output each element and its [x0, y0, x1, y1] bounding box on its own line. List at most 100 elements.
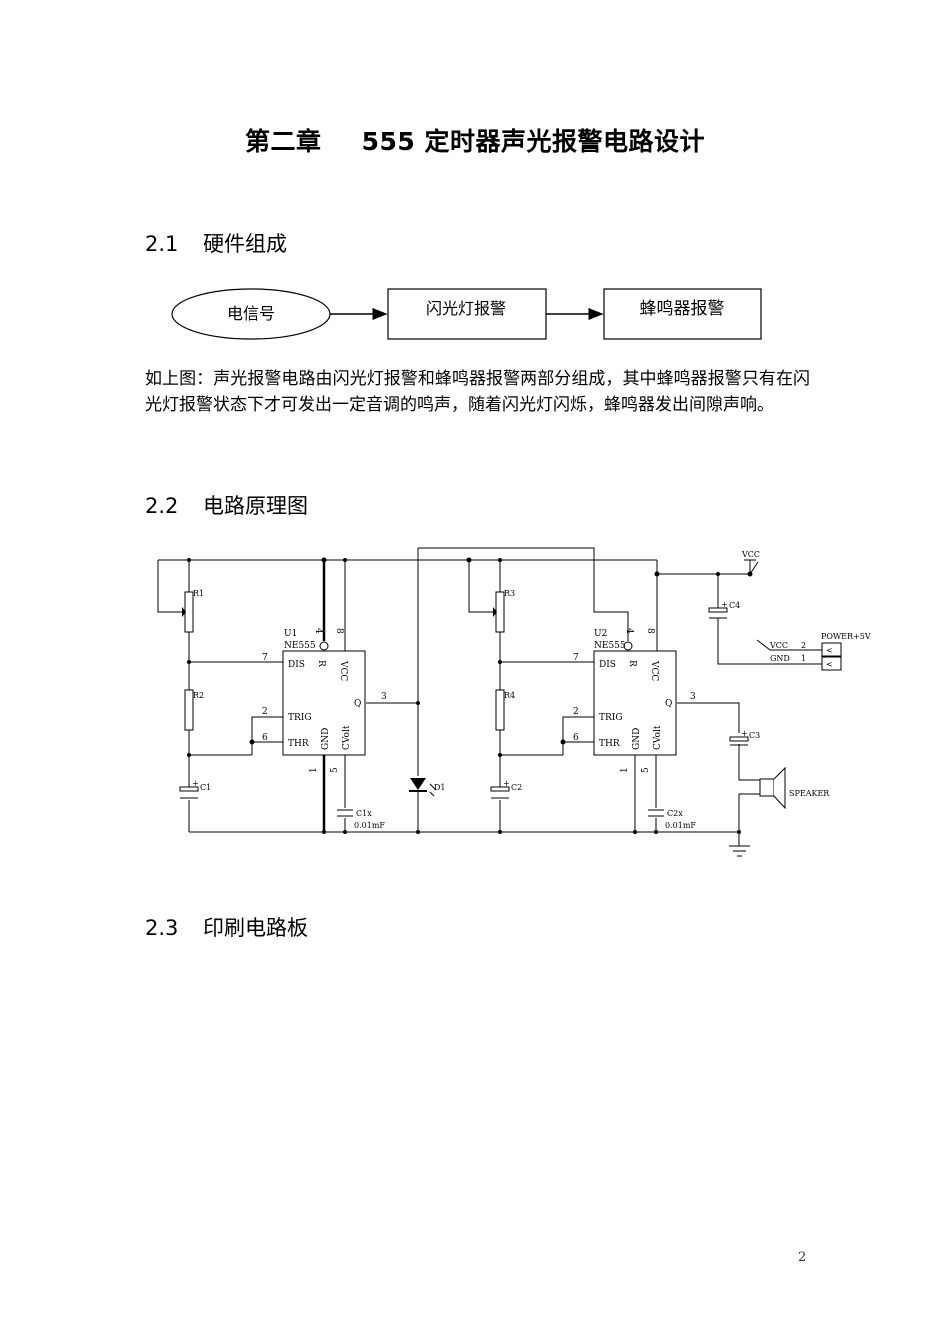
potentiometer-r1	[184, 591, 194, 633]
ic-ref: U1	[284, 629, 297, 639]
junction-dot	[498, 660, 502, 664]
label-c2x: C2x	[667, 809, 683, 818]
pin-q: Q	[665, 699, 672, 709]
wiper-arrow-icon	[182, 607, 186, 617]
junction-dot	[498, 558, 502, 562]
flow-node-label: 电信号	[227, 304, 275, 323]
wiper-arrow-icon	[493, 607, 497, 617]
block-diagram: 电信号 闪光灯报警 蜂鸣器报警	[171, 288, 762, 340]
section-title: 印刷电路板	[203, 916, 308, 940]
pin-number: 4	[313, 628, 323, 634]
ic-ref: U2	[594, 629, 607, 639]
flow-node-rect	[603, 288, 762, 340]
junction-dot	[187, 558, 191, 562]
pin-trig: TRIG	[599, 713, 623, 723]
pin-dis: DIS	[288, 660, 305, 670]
label-c1: C1	[200, 783, 211, 792]
pin-vcc: VCC	[338, 660, 348, 681]
flow-node-label: 闪光灯报警	[426, 299, 506, 318]
section-heading-2-1: 2.1 硬件组成	[145, 228, 287, 258]
ic-part: NE555	[284, 641, 316, 651]
pin-r: R	[316, 660, 326, 667]
junction-dot	[187, 753, 191, 757]
capacitor-c4	[708, 607, 728, 619]
ic-u1-body	[282, 650, 366, 756]
pin-dis: DIS	[599, 660, 616, 670]
pin-cvolt: CVolt	[342, 725, 352, 750]
polarity-plus: +	[192, 779, 199, 788]
label-vcc: VCC	[741, 550, 760, 559]
pin-r: R	[627, 660, 637, 667]
pin-number: 5	[330, 767, 340, 773]
junction-dot	[416, 830, 420, 834]
connector-glyph: <	[826, 660, 833, 669]
value-c1x: 0.01mF	[354, 821, 385, 830]
junction-dot	[737, 830, 741, 834]
pin-number: 4	[624, 628, 634, 634]
ic-part: NE555	[594, 641, 626, 651]
pin-thr: THR	[599, 739, 620, 749]
flow-node-label: 蜂鸣器报警	[640, 299, 725, 319]
pin-number: 8	[334, 628, 344, 634]
pin-thr: THR	[288, 739, 309, 749]
junction-dot	[654, 571, 660, 577]
pin-number: 5	[641, 767, 651, 773]
junction-dot	[633, 830, 637, 834]
chapter-number: 第二章	[245, 127, 322, 156]
resistor-r2	[184, 689, 194, 731]
pin-vcc: VCC	[649, 660, 659, 681]
pin-number: 7	[262, 653, 268, 663]
label-power-vcc: VCC	[769, 641, 788, 650]
section-heading-2-2: 2.2 电路原理图	[145, 490, 308, 520]
label-d1: D1	[434, 783, 446, 792]
junction-dot	[322, 830, 326, 834]
pin-gnd: GND	[632, 728, 642, 750]
junction-dot	[560, 739, 566, 745]
junction-dot	[466, 557, 472, 563]
junction-dot	[343, 830, 347, 834]
polarity-plus: +	[503, 779, 510, 788]
pin-number: 6	[573, 733, 579, 743]
speaker-icon	[759, 766, 786, 810]
pin-number: 1	[620, 767, 630, 773]
label-speaker: SPEAKER	[789, 789, 830, 798]
label-power-gnd: GND	[770, 654, 790, 663]
junction-dot	[321, 557, 327, 563]
pin-number: 2	[262, 707, 268, 717]
pin-number: 2	[573, 707, 579, 717]
section-number: 2.3	[145, 916, 179, 940]
capacitor-c2x	[648, 809, 664, 817]
junction-dot	[716, 572, 720, 576]
reset-bubble	[319, 641, 329, 651]
junction-dot	[343, 558, 347, 562]
description-paragraph: 如上图：声光报警电路由闪光灯报警和蜂鸣器报警两部分组成，其中蜂鸣器报警只有在闪光…	[145, 369, 810, 415]
section-title: 电路原理图	[203, 494, 308, 518]
pin-q: Q	[354, 699, 361, 709]
pin-number: 3	[690, 692, 696, 702]
label-power: POWER+5V	[821, 632, 871, 641]
label-power-pin2: 2	[801, 641, 806, 650]
power-connector	[821, 642, 842, 671]
pin-trig: TRIG	[288, 713, 312, 723]
junction-dot	[249, 739, 255, 745]
pin-cvolt: CVolt	[653, 725, 663, 750]
section-heading-2-3: 2.3 印刷电路板	[145, 912, 308, 942]
connector-glyph: <	[826, 646, 833, 655]
pin-number: 8	[645, 628, 655, 634]
potentiometer-r3	[495, 591, 505, 633]
polarity-plus: +	[741, 729, 748, 738]
pin-number: 3	[381, 692, 387, 702]
section-number: 2.1	[145, 232, 179, 256]
junction-dot	[498, 830, 502, 834]
section-number: 2.2	[145, 494, 179, 518]
capacitor-c1x	[337, 809, 353, 817]
label-c4: C4	[729, 601, 740, 610]
page-number: 2	[798, 1250, 807, 1265]
led-d1	[409, 778, 437, 797]
label-c3: C3	[749, 731, 760, 740]
section-title: 硬件组成	[203, 232, 287, 256]
circuit-schematic: < < U1 NE555 DIS R VCC Q TRIG THR GND CV…	[157, 547, 871, 857]
junction-dot	[187, 660, 191, 664]
label-r4: R4	[504, 691, 515, 700]
